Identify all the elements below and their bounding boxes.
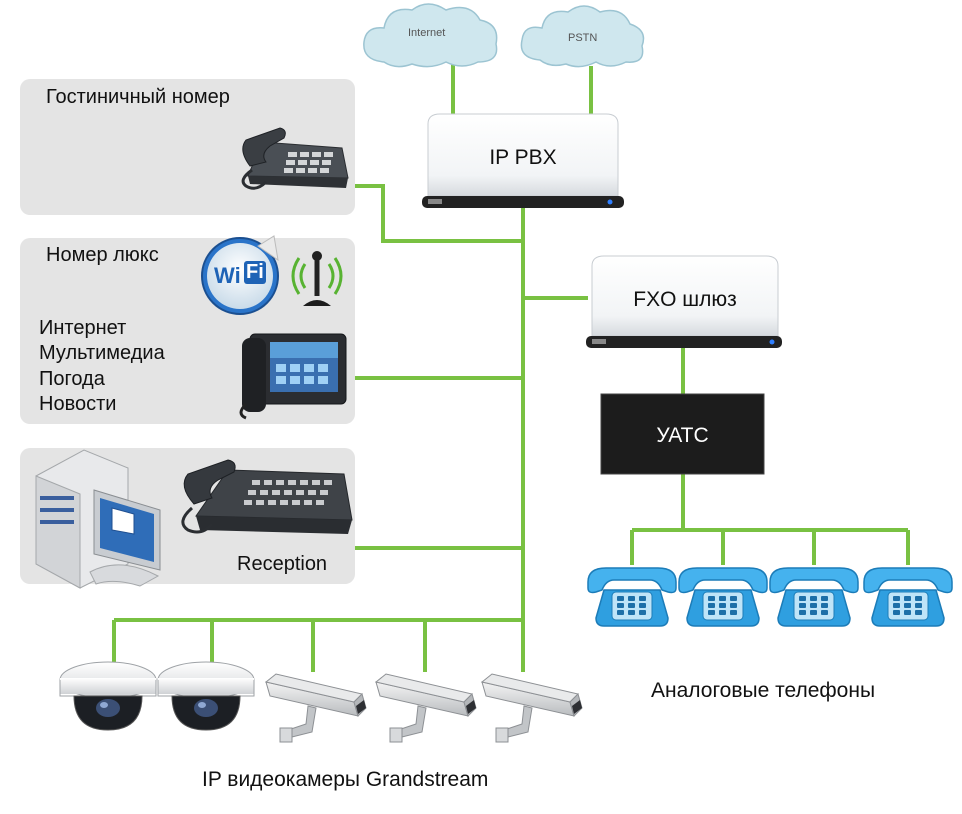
fxo-gateway-label: FXO шлюз [633, 288, 737, 311]
wifi-badge-fi: Fi [244, 261, 266, 284]
wifi-icon [201, 235, 279, 315]
internet-cloud [363, 3, 498, 68]
analog-phone-icon [587, 567, 677, 627]
wifi-badge-wi: Wi [214, 263, 241, 288]
uatc-label: УАТС [656, 424, 709, 447]
network-links [112, 64, 910, 672]
computer-icon [35, 449, 161, 589]
analog-phones-caption: Аналоговые телефоны [651, 679, 876, 702]
analog-phone-icon [678, 567, 768, 627]
reception-phone-icon [181, 459, 353, 534]
box-camera-icon [481, 673, 583, 743]
box-camera-icon [375, 673, 477, 743]
ip-pbx-device [422, 113, 624, 208]
suite-feature-multimedia: Мультимедиа [39, 342, 165, 364]
analog-phone-icon [863, 567, 953, 627]
box-camera-icon [265, 673, 367, 743]
pstn-label: PSTN [568, 32, 598, 44]
desk-phone-icon [241, 127, 349, 190]
reception-title: Reception [237, 553, 328, 575]
multimedia-phone-icon [239, 333, 347, 420]
ip-cameras-caption: IP видеокамеры Grandstream [202, 768, 489, 791]
suite-title: Номер люкс [46, 244, 159, 266]
internet-label: Internet [408, 27, 446, 39]
hotel-room-title: Гостиничный номер [46, 86, 230, 108]
uatc-box [600, 393, 765, 475]
analog-phone-icon [769, 567, 859, 627]
dome-camera-icon [59, 661, 157, 731]
suite-feature-internet: Интернет [39, 317, 127, 339]
pstn-cloud [520, 5, 645, 68]
wireless-antenna-icon [291, 251, 343, 306]
dome-camera-icon [157, 661, 255, 731]
suite-feature-news: Новости [39, 393, 117, 415]
ip-pbx-label: IP PBX [489, 146, 557, 169]
fxo-gateway-device [586, 255, 782, 348]
suite-feature-weather: Погода [39, 368, 105, 390]
